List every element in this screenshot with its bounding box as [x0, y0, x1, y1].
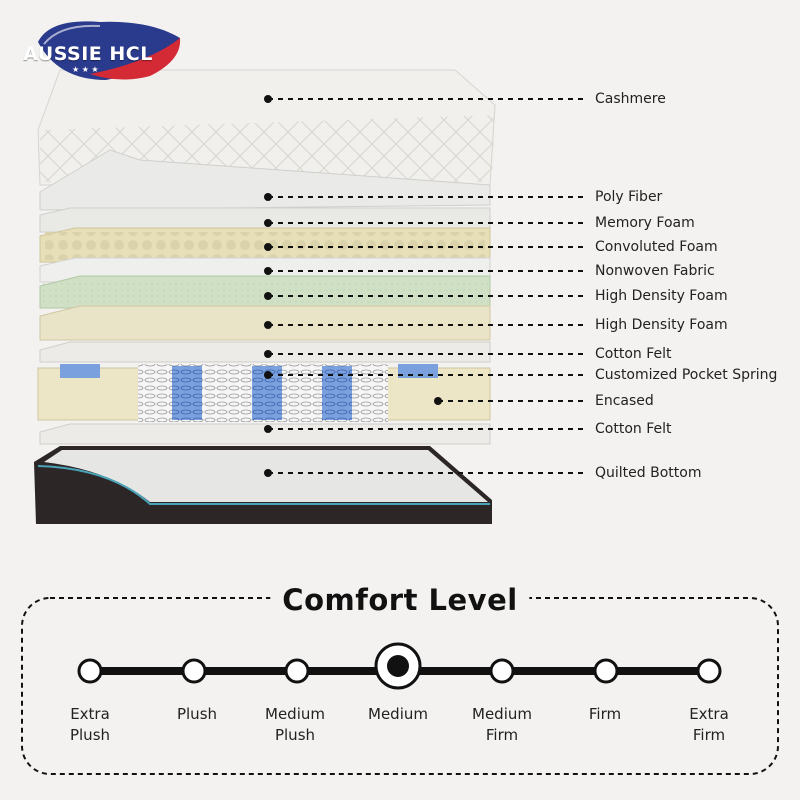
layer-label-poly-fiber: Poly Fiber — [595, 189, 663, 205]
layer-label-cotton-felt-1: Cotton Felt — [595, 346, 672, 362]
comfort-node-plush — [181, 658, 207, 684]
layer-label-high-density-foam-2: High Density Foam — [595, 317, 728, 333]
layer-label-quilted-bottom: Quilted Bottom — [595, 465, 702, 481]
layer-label-encased: Encased — [595, 393, 654, 409]
comfort-level-frame — [21, 597, 779, 775]
svg-text:★ ★ ★: ★ ★ ★ — [72, 65, 99, 74]
comfort-label-firm: Firm — [588, 705, 622, 723]
layer-poly-fiber — [39, 149, 491, 211]
comfort-label-medium: Medium — [368, 705, 428, 723]
layer-memory-foam — [39, 207, 491, 233]
comfort-label-plush: Plush — [176, 705, 218, 723]
pocket-spring-edge-left — [60, 364, 100, 378]
layer-label-nonwoven-fabric: Nonwoven Fabric — [595, 263, 715, 279]
pocket-spring-blue-zone-right — [322, 366, 352, 420]
layer-label-cashmere: Cashmere — [595, 91, 666, 107]
green-foam-texture — [42, 280, 488, 306]
logo-text: AUSSIE HCL — [23, 43, 153, 65]
comfort-node-medium-plush — [284, 658, 310, 684]
comfort-node-medium-firm — [489, 658, 515, 684]
comfort-node-medium-selected-dot — [387, 655, 409, 677]
comfort-label-extra-firm: Extra Firm — [689, 705, 729, 744]
layer-label-cotton-felt-2: Cotton Felt — [595, 421, 672, 437]
leader-lines — [268, 98, 588, 474]
comfort-level-title: Comfort Level — [270, 583, 530, 617]
layer-label-memory-foam: Memory Foam — [595, 215, 695, 231]
pocket-spring-blue-zone-left — [172, 366, 202, 420]
comfort-label-medium-firm: Medium Firm — [472, 705, 532, 744]
comfort-label-medium-plush: Medium Plush — [265, 705, 325, 744]
comfort-node-extra-firm — [696, 658, 722, 684]
layer-label-high-density-foam-1: High Density Foam — [595, 288, 728, 304]
leader-dots — [264, 95, 442, 477]
layer-label-pocket-spring: Customized Pocket Spring — [595, 367, 778, 383]
layer-label-convoluted-foam: Convoluted Foam — [595, 239, 718, 255]
bottom-piping — [37, 465, 490, 505]
comfort-node-extra-plush — [77, 658, 103, 684]
brand-logo: ★ ★ ★ AUSSIE HCL — [23, 14, 190, 86]
comfort-node-firm — [593, 658, 619, 684]
comfort-label-extra-plush: Extra Plush — [69, 705, 111, 744]
logo-emblem: ★ ★ ★ — [38, 21, 181, 80]
layer-cotton-felt-bottom — [39, 423, 491, 445]
